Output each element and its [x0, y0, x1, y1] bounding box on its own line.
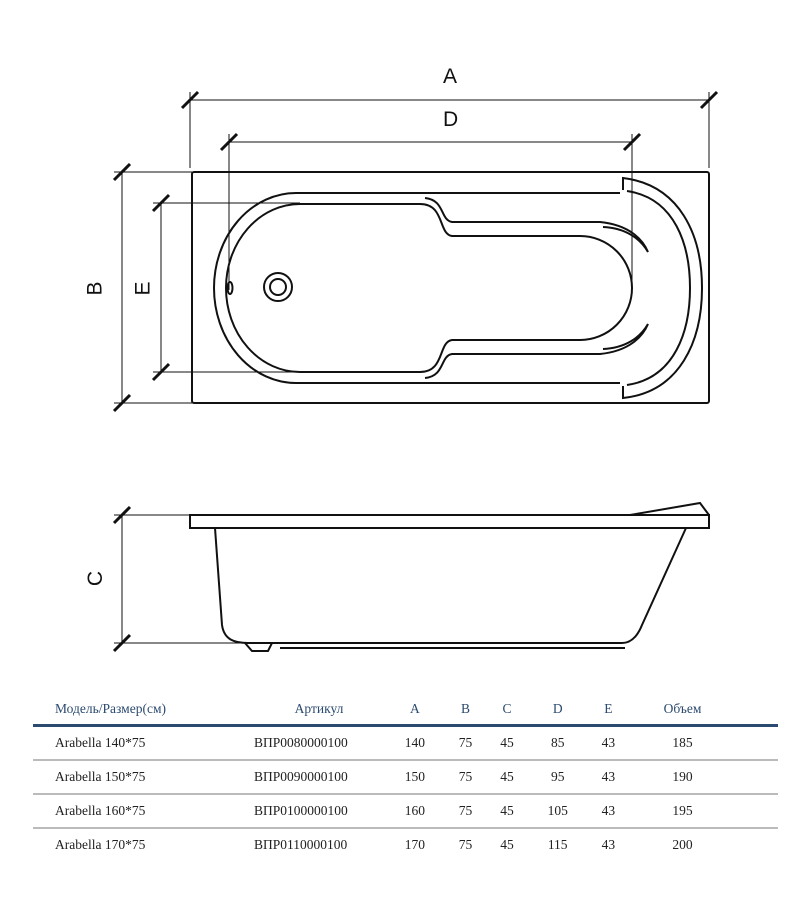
- technical-drawing: [112, 90, 719, 653]
- cell-volume: 195: [629, 794, 736, 829]
- cell-spacer: [736, 725, 778, 761]
- cell-article: ВПР0080000100: [226, 725, 385, 761]
- cell-model: Arabella 160*75: [33, 794, 226, 829]
- cell-e: 43: [587, 725, 630, 761]
- cell-d: 95: [527, 760, 588, 795]
- header-c: C: [486, 694, 528, 727]
- cell-spacer: [736, 760, 778, 795]
- cell-volume: 200: [672, 837, 693, 852]
- cell-volume: 190: [629, 760, 736, 795]
- dimension-label-e: E: [131, 281, 155, 296]
- cell-e: 43: [601, 837, 616, 852]
- header-model: Модель/Размер(см): [33, 694, 226, 727]
- side-view: [189, 501, 710, 652]
- top-view: [191, 171, 710, 404]
- cell-c: 45: [486, 760, 528, 795]
- cell-b: 75: [444, 760, 487, 795]
- dimension-label-b: B: [83, 281, 107, 296]
- header-d: D: [527, 694, 588, 727]
- cell-a: 140: [385, 725, 445, 761]
- dimension-label-a: A: [443, 65, 458, 88]
- cell-a: 170: [404, 837, 425, 852]
- cell-e: 43: [587, 760, 630, 795]
- cell-d: 105: [527, 794, 588, 829]
- header-volume: Объем: [629, 694, 736, 727]
- cell-c: 45: [486, 725, 528, 761]
- dimension-ticks: [112, 90, 719, 653]
- cell-model: Arabella 150*75: [33, 760, 226, 795]
- dimension-label-c: C: [84, 570, 108, 587]
- header-b: B: [444, 694, 487, 727]
- cell-a: 150: [385, 760, 445, 795]
- cell-spacer: [736, 794, 778, 829]
- cell-d: 115: [547, 837, 568, 852]
- cell-spacer: [736, 828, 778, 861]
- dimensions-table: Модель/Размер(см) Артикул A B C D E Объе…: [33, 694, 778, 861]
- cell-b: 75: [458, 837, 473, 852]
- cell-article: ВПР0090000100: [226, 760, 385, 795]
- cell-e: 43: [587, 794, 630, 829]
- cell-c: 45: [500, 837, 514, 852]
- header-e: E: [587, 694, 630, 727]
- cell-model: Arabella 170*75: [55, 837, 146, 852]
- dimension-label-d: D: [443, 108, 459, 131]
- cell-b: 75: [444, 725, 487, 761]
- table-header-row: Модель/Размер(см) Артикул A B C D E Объе…: [33, 694, 778, 727]
- cell-model: Arabella 140*75: [33, 725, 226, 761]
- table-row: Arabella 170*75 ВПР0110000100 170 75 45 115 43…: [33, 828, 778, 861]
- cell-a: 160: [385, 794, 445, 829]
- cell-b: 75: [444, 794, 487, 829]
- dimension-lines: [114, 92, 710, 644]
- cell-article: ВПР0100000100: [226, 794, 385, 829]
- header-article: Артикул: [226, 694, 385, 727]
- header-a: A: [385, 694, 445, 727]
- cell-article: ВПР0110000100: [254, 837, 348, 852]
- cell-volume: 185: [629, 725, 736, 761]
- cell-c: 45: [486, 794, 528, 829]
- cell-d: 85: [527, 725, 588, 761]
- header-spacer: [736, 694, 778, 727]
